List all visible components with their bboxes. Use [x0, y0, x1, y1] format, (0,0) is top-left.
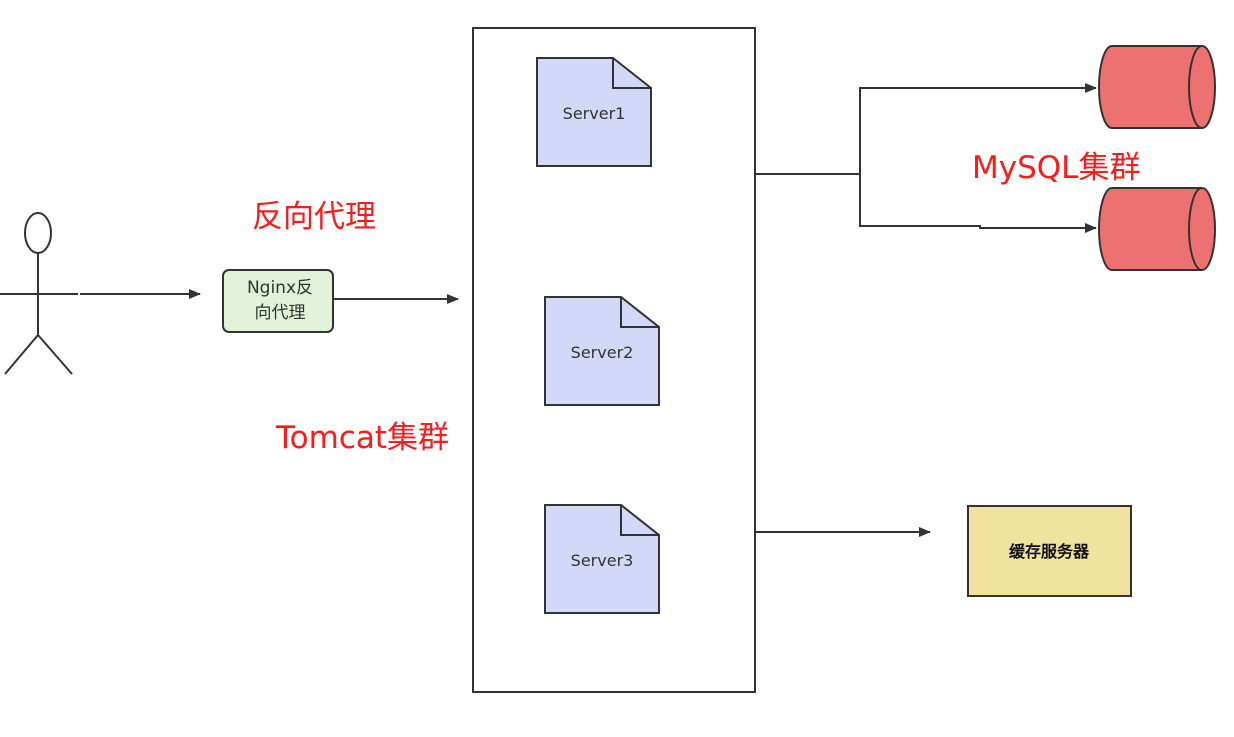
cache-server-box — [967, 505, 1132, 597]
mysql-db-1 — [1098, 45, 1216, 129]
nginx-node: Nginx反 向代理 — [222, 269, 334, 333]
cache-server-node: 缓存服务器 — [967, 505, 1132, 597]
server2-node: Server2 — [544, 296, 660, 406]
tomcat-cluster-label: Tomcat集群 — [275, 420, 449, 456]
server3-node: Server3 — [544, 504, 660, 614]
db2-cylinder-body — [1098, 187, 1216, 271]
connector-cluster-to-mysql — [755, 83, 1097, 233]
connector-to-db1 — [755, 83, 1097, 175]
user-actor — [0, 212, 78, 375]
actor-head — [24, 212, 52, 254]
server1-node: Server1 — [536, 57, 652, 167]
server1-document-shape — [536, 57, 652, 167]
server2-folded-corner — [620, 297, 659, 328]
db1-cylinder-body — [1098, 45, 1216, 129]
db2-cylinder-edge — [1188, 187, 1203, 271]
nginx-label-line2: 向代理 — [255, 303, 306, 323]
nginx-label-line1: Nginx反 — [247, 278, 313, 298]
connector-to-db2 — [859, 174, 1097, 233]
server3-document-shape — [544, 504, 660, 614]
server2-document-shape — [544, 296, 660, 406]
reverse-proxy-label: 反向代理 — [252, 199, 376, 235]
server1-folded-corner — [612, 58, 651, 89]
mysql-cluster-label: MySQL集群 — [972, 150, 1140, 186]
server2-label: Server2 — [571, 343, 634, 362]
server1-label: Server1 — [563, 104, 626, 123]
server3-label: Server3 — [571, 551, 634, 570]
cache-server-label: 缓存服务器 — [1008, 542, 1090, 561]
server3-folded-corner — [620, 505, 659, 536]
db1-cylinder-edge — [1188, 45, 1203, 129]
nginx-box — [222, 269, 334, 333]
actor-leg-right — [37, 334, 73, 375]
mysql-db-2 — [1098, 187, 1216, 271]
actor-leg-left — [4, 334, 39, 375]
